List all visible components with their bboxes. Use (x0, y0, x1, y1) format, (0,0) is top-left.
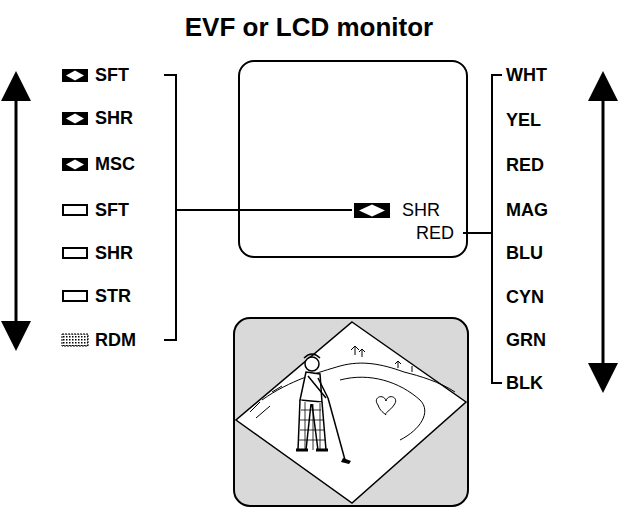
mode-icon (354, 203, 390, 218)
mode-name: SFT (95, 200, 129, 221)
color-name: GRN (506, 330, 546, 351)
golfer-illustration (234, 318, 468, 506)
mode-name: STR (95, 286, 131, 307)
color-name: RED (506, 155, 544, 176)
color-name: MAG (506, 200, 548, 221)
bracket (164, 75, 176, 340)
color-name: WHT (506, 65, 547, 86)
scroll-arrow (15, 86, 18, 336)
mode-name: RDM (95, 330, 136, 351)
bracket (492, 75, 502, 383)
color-name: CYN (506, 287, 544, 308)
mode-name: MSC (95, 154, 135, 175)
screen-text: RED (416, 223, 454, 244)
mode-icons (62, 69, 88, 346)
mode-name: SHR (95, 243, 133, 264)
screen-text: SHR (402, 200, 440, 221)
leader-line (176, 209, 352, 211)
title: EVF or LCD monitor (0, 12, 618, 43)
mode-name: SHR (95, 108, 133, 129)
color-name: BLK (506, 373, 543, 394)
monitor-screen: SHRRED (238, 60, 468, 258)
color-name: BLU (506, 243, 543, 264)
color-name: YEL (506, 110, 541, 131)
scroll-arrow (602, 86, 605, 378)
mode-name: SFT (95, 65, 129, 86)
